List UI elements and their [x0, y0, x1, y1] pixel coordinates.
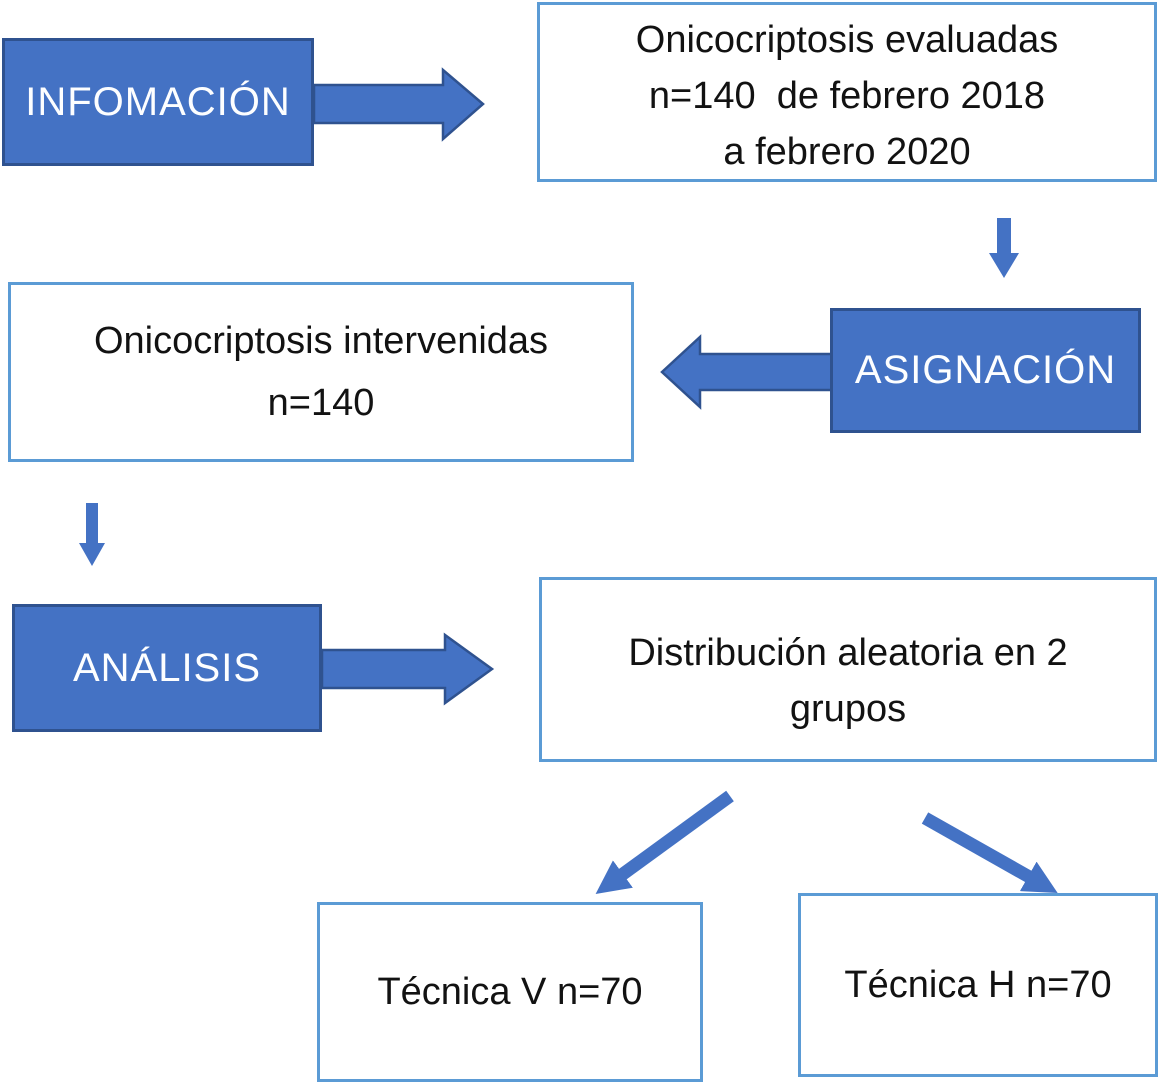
group-label: Técnica V n=70 [377, 971, 643, 1013]
process-label: ANÁLISIS [72, 645, 262, 690]
arrow-diagonal-distribucion-to-tecnica-v [595, 790, 734, 894]
step-line: Distribución aleatoria en 2 [628, 631, 1068, 674]
step-box-distribucion: Distribución aleatoria en 2 grupos [539, 577, 1157, 762]
process-label: INFOMACIÓN [25, 79, 291, 124]
step-box-evaluadas: Onicocriptosis evaluadas n=140 de febrer… [537, 2, 1157, 182]
arrow-right-infomacion-to-evaluadas [312, 67, 485, 142]
step-line: Onicocriptosis intervenidas [93, 320, 549, 362]
process-box-asignacion: ASIGNACIÓN [830, 308, 1141, 433]
group-box-tecnica-h: Técnica H n=70 [798, 893, 1158, 1077]
step-line: Onicocriptosis evaluadas [635, 19, 1059, 61]
group-box-tecnica-v: Técnica V n=70 [317, 902, 703, 1082]
process-box-infomacion: INFOMACIÓN [2, 38, 314, 166]
step-line: a febrero 2020 [723, 131, 971, 173]
process-box-analisis: ANÁLISIS [12, 604, 322, 732]
step-line: n=140 [267, 382, 375, 424]
arrow-right-analisis-to-distribucion [320, 632, 495, 706]
process-label: ASIGNACIÓN [854, 348, 1117, 392]
arrow-down-intervenidas-to-analisis [79, 503, 105, 566]
step-line: n=140 de febrero 2018 [648, 75, 1046, 117]
arrow-left-asignacion-to-intervenidas [660, 334, 835, 410]
arrow-diagonal-distribucion-to-tecnica-h [921, 812, 1058, 893]
arrow-down-evaluadas-to-asignacion [989, 218, 1019, 278]
step-line: grupos [789, 687, 907, 730]
group-label: Técnica H n=70 [844, 964, 1112, 1006]
step-box-intervenidas: Onicocriptosis intervenidas n=140 [8, 282, 634, 462]
